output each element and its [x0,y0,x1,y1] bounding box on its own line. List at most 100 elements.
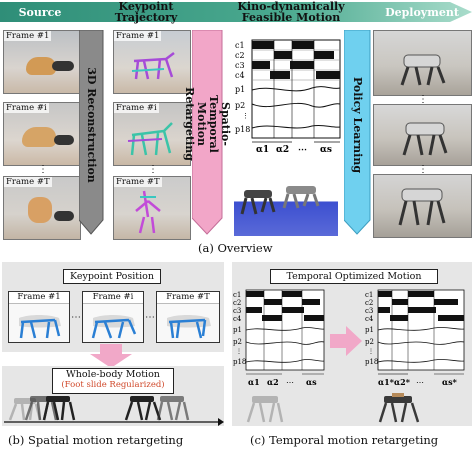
svg-text:c3: c3 [365,307,373,315]
alpha-dots: ⋯ [298,145,307,155]
svg-text:⋮: ⋮ [368,348,374,355]
svg-text:c4: c4 [233,315,242,323]
whole-body-motion-box: Whole-body Motion (Foot slide Regularize… [52,368,174,394]
panel-b-dots-1: ⋯ [71,312,81,323]
source-photo-1: Frame #1 [3,30,81,94]
svg-text:p2: p2 [233,338,242,346]
keypoint-ellipsis: ⋮ [148,164,158,175]
panel-b-frame-i: Frame #i [82,291,144,343]
panel-b-cat-i [91,315,137,339]
panel-b-cat-t [167,315,211,339]
panel-b-cat-1 [19,315,61,339]
reconstruction-label: 3D Reconstruction [85,67,98,183]
row-label-p2: p2 [235,101,245,110]
alpha-label-1: α1 [256,145,269,155]
svg-text:c3: c3 [233,307,241,315]
left-alpha-s: αs [306,377,317,387]
source-photo-t: Frame #T [3,176,81,240]
keypoint-frame-label-1: Frame #1 [114,31,162,41]
svg-text:p2: p2 [365,338,374,346]
svg-text:⋯: ⋯ [416,378,424,387]
keypoint-photo-t: Frame #T [113,176,191,240]
svg-text:⋮: ⋮ [236,348,242,355]
deployment-ellipsis-2: ⋮ [418,164,428,175]
svg-text:p1: p1 [233,326,242,334]
source-frame-label-i: Frame #i [4,103,49,113]
left-alpha-1: α1 [248,377,260,387]
svg-text:p18: p18 [233,358,246,366]
whole-body-motion-label: Whole-body Motion [66,369,160,380]
row-label-c4: c4 [235,71,245,80]
right-alpha-1: α1* [378,377,395,387]
panel-b-robot-sequence [4,396,224,426]
svg-text:⋯: ⋯ [286,378,294,387]
source-frame-label-t: Frame #T [4,177,52,187]
retargeting-arrow-block [192,30,223,235]
deployment-robot-1 [400,54,446,86]
robot-vacuum-shape [54,135,74,145]
panel-b-down-arrow [90,344,132,368]
foot-slide-label: (Foot slide Regularized) [61,380,165,390]
caption-temporal: (c) Temporal motion retargeting [250,433,439,447]
panel-b-frame-label-t: Frame #T [157,292,219,304]
keypoint-photo-i: Frame #i [113,102,191,166]
header-deployment: Deployment [385,6,459,19]
keypoint-position-box: Keypoint Position [63,269,161,284]
alpha-label-2: α2 [276,145,289,155]
row-label-c1: c1 [235,41,245,50]
caption-overview: (a) Overview [198,241,273,255]
right-alpha-2: α2* [394,377,411,387]
deployment-photo-1 [373,30,472,96]
panel-b-dots-2: ⋯ [145,312,155,323]
svg-text:c2: c2 [233,299,241,307]
caption-spatial: (b) Spatial motion retargeting [8,433,184,447]
cat-shape [28,197,52,223]
panel-b-frame-t: Frame #T [156,291,220,343]
keypoint-skeleton-i [127,122,173,156]
source-photo-i: Frame #i [3,102,81,166]
source-ellipsis: ⋮ [38,164,48,175]
header-source: Source [18,6,62,19]
reconstruction-arrow-block [79,30,104,235]
top-banner-arrow [0,2,472,22]
alpha-label-s: αs [320,145,332,155]
sim-robot-image [234,178,338,236]
deployment-ellipsis-1: ⋮ [418,94,428,105]
panel-b-frame-label-1: Frame #1 [9,292,69,304]
row-label-p18: p18 [235,125,250,134]
source-frame-label-1: Frame #1 [4,31,52,41]
svg-text:c4: c4 [365,315,374,323]
temporal-optimized-box: Temporal Optimized Motion [270,269,438,284]
svg-text:c1: c1 [233,291,241,299]
policy-label: Policy Learning [351,76,364,174]
panel-b-frame-label-i: Frame #i [83,292,143,304]
svg-text:p18: p18 [365,358,378,366]
row-label-p1: p1 [235,85,245,94]
deployment-robot-t [398,188,446,226]
keypoint-skeleton-1 [131,52,175,80]
svg-text:c1: c1 [365,291,373,299]
deployment-photo-t [373,174,472,238]
row-label-c3: c3 [235,61,245,70]
robot-vacuum-shape [54,211,74,221]
keypoint-frame-label-i: Frame #i [114,103,159,113]
robot-vacuum-shape [52,61,74,71]
svg-text:c2: c2 [365,299,373,307]
panel-b-frame-1: Frame #1 [8,291,70,343]
retargeting-label: Spatio-Temporal Motion Retargeting [183,87,232,161]
cat-shape [26,57,56,75]
cat-shape [22,127,56,147]
deployment-robot-i [402,122,448,156]
left-alpha-2: α2 [267,377,279,387]
panel-c-right-arrow [330,326,362,356]
gait-chart-top: c1 c2 c3 c4 p1 p2 ⋮ p18 α1 α2 ⋯ αs [235,39,341,155]
keypoint-photo-1: Frame #1 [113,30,191,94]
keypoint-frame-label-t: Frame #T [114,177,162,187]
svg-text:p1: p1 [365,326,374,334]
sim-robot-drawing [240,186,320,215]
right-alpha-s: αs* [442,377,458,387]
header-kino-feasible-motion: Kino-dynamically Feasible Motion [237,0,345,24]
keypoint-skeleton-t [135,190,161,234]
